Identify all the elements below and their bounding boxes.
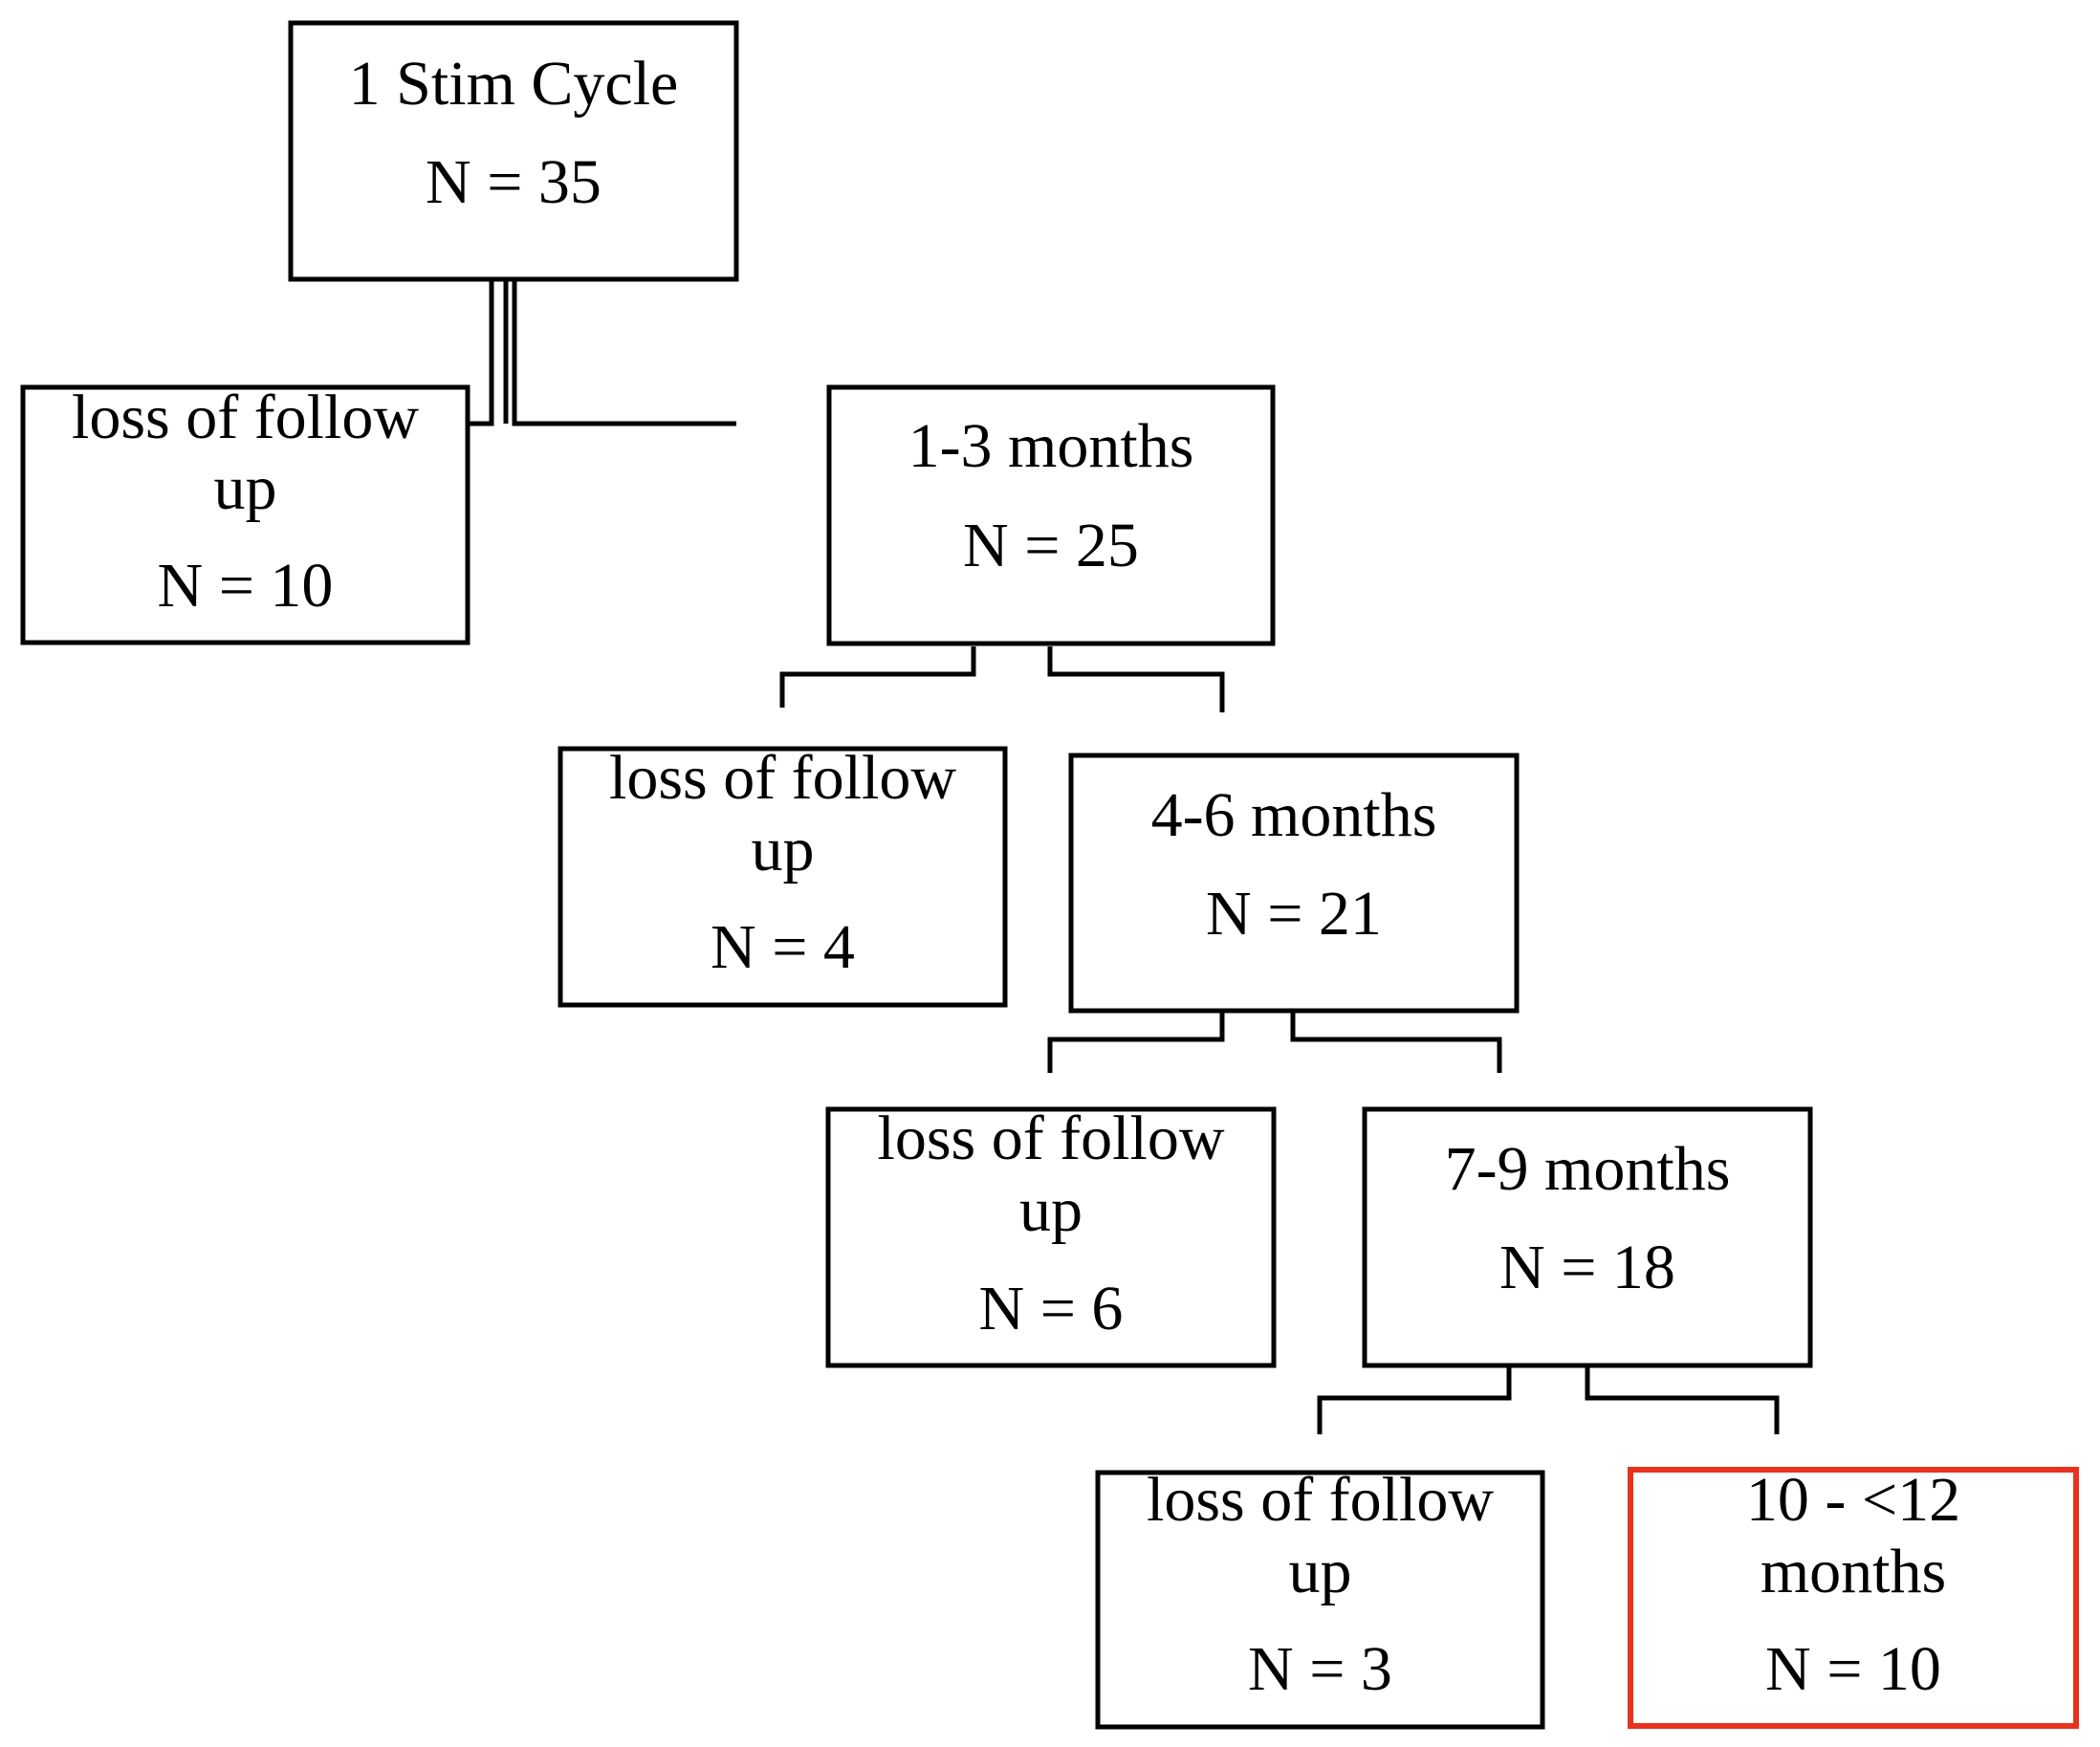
box <box>1068 753 1520 1014</box>
connector-4-6-months-to-7-9-months <box>1290 1012 1502 1073</box>
connector-7-9-months-to-loss4 <box>1317 1367 1512 1434</box>
node-m1-3: 1-3 months N = 25 <box>826 384 1276 646</box>
box-text-line: N = 21 <box>1206 879 1382 949</box>
box <box>288 20 739 282</box>
box-text-line: N = 3 <box>1248 1634 1392 1704</box>
box-text-line: 7-9 months <box>1445 1134 1731 1204</box>
box <box>1095 1470 1545 1730</box>
box-text-line: N = 6 <box>979 1274 1124 1343</box>
box-text-line: N = 10 <box>158 551 334 621</box>
node-m7-9: 7-9 months N = 18 <box>1362 1106 1813 1368</box>
box-text-line: 4-6 months <box>1151 780 1437 850</box>
connector-stim-to-1-3-months <box>512 281 736 426</box>
box <box>558 746 1008 1008</box>
box-text-line: up <box>214 453 277 523</box>
box-text-line: N = 18 <box>1499 1233 1675 1302</box>
box-text-line: up <box>1289 1537 1352 1606</box>
box-text-line: N = 4 <box>711 912 855 982</box>
connector-7-9-months-to-10-12-months <box>1585 1367 1780 1434</box>
box-text-line: loss of follow <box>1147 1465 1494 1535</box>
box <box>825 1106 1277 1368</box>
box-text-line: 1-3 months <box>908 411 1194 481</box>
connector-1-3-months-to-loss2 <box>779 646 976 708</box>
box-text-line: N = 10 <box>1765 1634 1941 1704</box>
box-text-line: loss of follow <box>878 1103 1225 1173</box>
box-text-line: N = 25 <box>963 511 1139 580</box>
box <box>826 384 1276 646</box>
connectors <box>469 281 1780 1434</box>
box-text-line: loss of follow <box>72 382 419 452</box>
connector-4-6-months-to-loss3 <box>1047 1012 1225 1073</box>
box-text-line: 10 - <12 <box>1746 1465 1960 1535</box>
box-text-line: months <box>1761 1537 1946 1606</box>
connector-stim-to-loss1 <box>469 281 494 426</box>
highlighted-box <box>1628 1467 2079 1729</box>
node-m4-6: 4-6 months N = 21 <box>1068 753 1520 1014</box>
box-text-line: up <box>1019 1175 1083 1245</box>
box-text-line: 1 Stim Cycle <box>349 49 679 119</box>
box-text-line: loss of follow <box>609 743 956 813</box>
box <box>20 384 470 645</box>
connector-1-3-months-to-4-6-months <box>1047 646 1225 712</box>
box-text-line: N = 35 <box>426 147 602 217</box>
box-text-line: up <box>752 815 815 884</box>
box <box>1362 1106 1813 1368</box>
node-stim: 1 Stim Cycle N = 35 <box>288 20 739 282</box>
